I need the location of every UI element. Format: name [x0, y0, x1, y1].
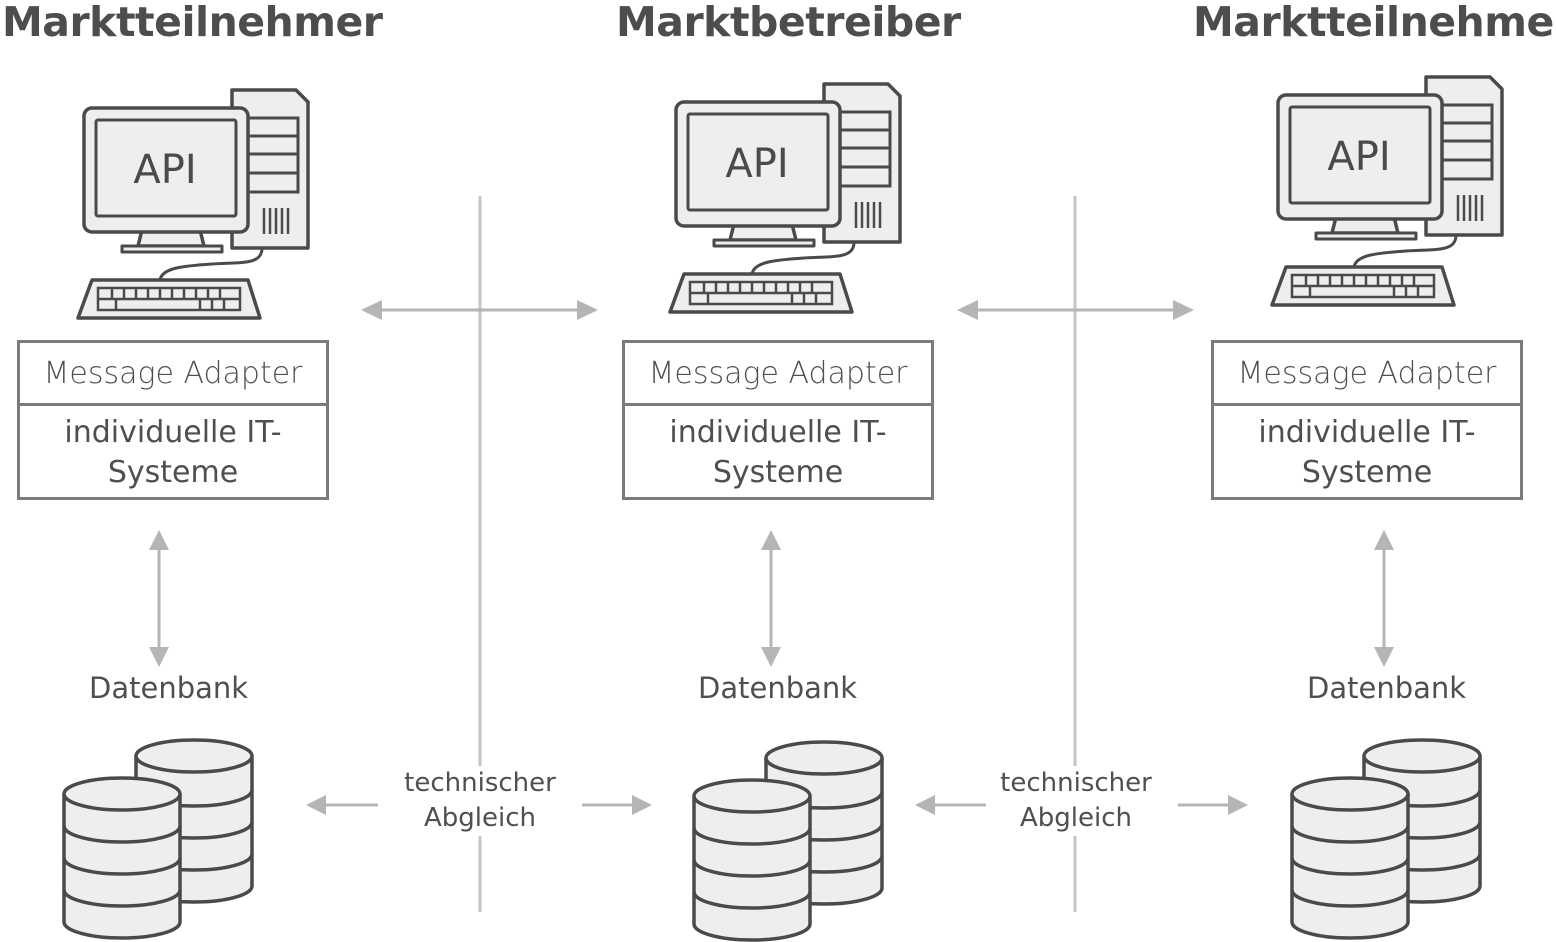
- sync-label-left: technischer Abgleich: [396, 766, 564, 836]
- it-systems-line1: individuelle IT-: [1258, 415, 1476, 450]
- sync-label-line2: Abgleich: [1019, 803, 1132, 833]
- database-stack-icon: [1290, 738, 1482, 940]
- database-label-right: Datenbank: [1307, 671, 1467, 705]
- it-systems-line1: individuelle IT-: [669, 415, 887, 450]
- heading-left-market-participant: Marktteilnehmer: [2, 0, 383, 46]
- api-label: API: [133, 147, 196, 193]
- api-label: API: [725, 141, 788, 187]
- system-box-right: Message Adapter individuelle IT- Systeme: [1211, 340, 1523, 500]
- database-stack-icon: [62, 738, 254, 940]
- desktop-computer-icon: [668, 82, 902, 314]
- database-stack-icon: [692, 740, 884, 942]
- double-arrow-horizontal: [957, 300, 1194, 320]
- heading-market-operator: Marktbetreiber: [616, 0, 961, 46]
- it-systems-line2: Systeme: [1301, 455, 1433, 490]
- it-systems-label: individuelle IT- Systeme: [625, 406, 931, 500]
- api-label: API: [1327, 134, 1390, 180]
- desktop-computer-icon: [1270, 75, 1504, 307]
- system-box-center: Message Adapter individuelle IT- Systeme: [622, 340, 934, 500]
- sync-arrow-left-pair: [306, 795, 652, 815]
- database-label-left: Datenbank: [89, 671, 249, 705]
- double-arrow-vertical: [149, 530, 169, 667]
- it-systems-label: individuelle IT- Systeme: [1214, 406, 1520, 500]
- it-systems-line2: Systeme: [712, 455, 844, 490]
- database-label-center: Datenbank: [698, 671, 858, 705]
- double-arrow-horizontal: [361, 300, 598, 320]
- system-box-left: Message Adapter individuelle IT- Systeme: [17, 340, 329, 500]
- message-adapter-label: Message Adapter: [20, 343, 326, 406]
- message-adapter-label: Message Adapter: [625, 343, 931, 406]
- sync-label-line1: technischer: [1000, 768, 1152, 798]
- double-arrow-vertical: [1374, 530, 1394, 667]
- sync-label-right: technischer Abgleich: [992, 766, 1160, 836]
- it-systems-line2: Systeme: [107, 455, 239, 490]
- double-arrow-vertical: [761, 530, 781, 667]
- it-systems-label: individuelle IT- Systeme: [20, 406, 326, 500]
- message-adapter-label: Message Adapter: [1214, 343, 1520, 406]
- desktop-computer-icon: [76, 88, 310, 320]
- it-systems-line1: individuelle IT-: [64, 415, 282, 450]
- sync-label-line1: technischer: [404, 768, 556, 798]
- heading-right-market-participant: Marktteilnehmer: [1193, 0, 1556, 46]
- sync-arrow-right-pair: [915, 795, 1248, 815]
- sync-label-line2: Abgleich: [423, 803, 536, 833]
